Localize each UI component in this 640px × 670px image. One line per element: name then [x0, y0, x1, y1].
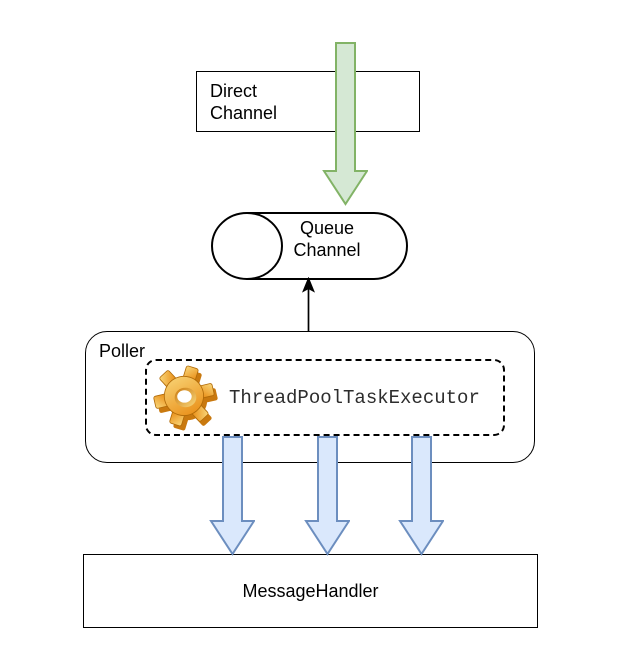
queue-channel-label: Queue Channel: [247, 217, 407, 261]
blue-down-arrow-icon-2: [304, 436, 350, 556]
queue-channel-body: [247, 212, 408, 280]
blue-down-arrow-icon-3: [398, 436, 444, 556]
gear-icon: [153, 365, 218, 431]
poller-label: Poller: [99, 341, 146, 361]
gear-hole: [177, 390, 192, 403]
direct-channel-label-line2: Channel: [210, 102, 278, 123]
blue-down-arrow-shape-3: [398, 436, 444, 556]
blue-down-arrow-icon-1: [209, 436, 255, 556]
message-handler-label: MessageHandler: [242, 580, 379, 601]
queue-channel-end-face: [211, 212, 283, 280]
blue-down-arrow-shape-2: [304, 436, 350, 556]
executor-box: ThreadPoolTaskExecutor: [145, 359, 505, 436]
direct-channel-box: Direct Channel: [196, 71, 420, 132]
green-down-arrow-shape: [322, 42, 368, 206]
poll-arrow-head: [302, 277, 315, 293]
executor-label: ThreadPoolTaskExecutor: [229, 386, 480, 409]
green-down-arrow-icon: [322, 42, 368, 206]
blue-down-arrow-shape-1: [209, 436, 255, 556]
direct-channel-label-line1: Direct: [210, 80, 258, 101]
message-handler-box: MessageHandler: [83, 554, 538, 628]
queue-channel-label-line1: Queue: [299, 218, 355, 238]
queue-channel-label-line2: Channel: [293, 240, 361, 260]
poll-up-arrow-icon: [302, 277, 315, 331]
queue-channel-cylinder: [211, 212, 408, 280]
